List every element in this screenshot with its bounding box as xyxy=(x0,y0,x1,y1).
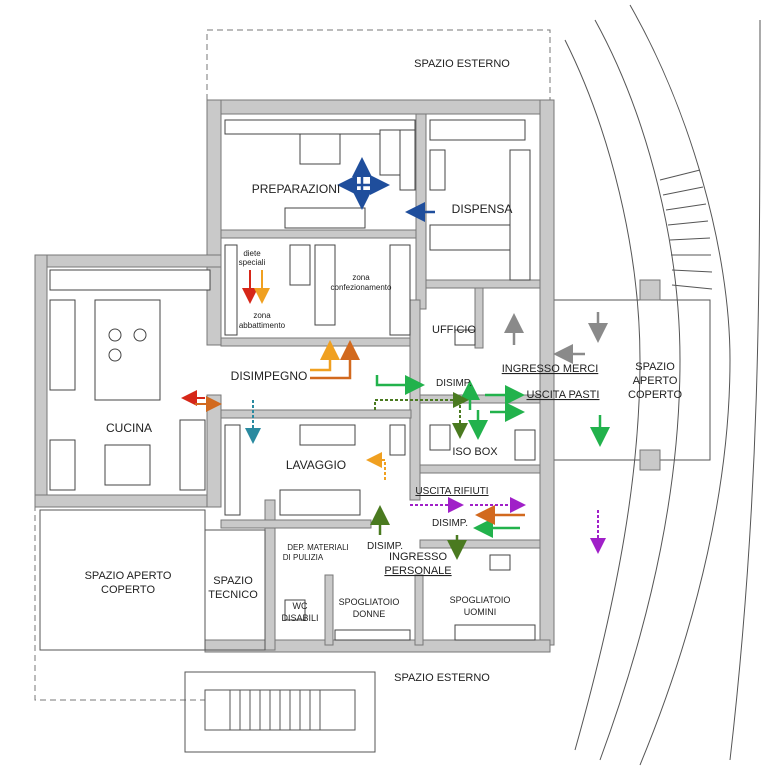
label-preparazioni: PREPARAZIONI xyxy=(252,182,340,196)
label-spogliatoio-uomini-1: SPOGLIATOIO xyxy=(450,595,511,605)
label-lavaggio: LAVAGGIO xyxy=(286,458,346,472)
label-ingresso-merci: INGRESSO MERCI xyxy=(502,363,599,375)
label-spazio-aperto-coperto-left-1: SPAZIO APERTO xyxy=(85,570,172,582)
label-ufficio: UFFICIO xyxy=(432,324,476,336)
label-spazio-aperto-coperto-left-2: COPERTO xyxy=(101,584,155,596)
label-spazio-aperto-coperto-right-3: COPERTO xyxy=(628,389,682,401)
label-spazio-esterno-bottom: SPAZIO ESTERNO xyxy=(394,672,490,684)
label-iso-box: ISO BOX xyxy=(452,446,498,458)
exterior-walls xyxy=(34,29,555,701)
equipment xyxy=(49,119,536,753)
label-zona-abbattimento-1: zona xyxy=(253,311,271,320)
label-spogliatoio-donne-1: SPOGLIATOIO xyxy=(339,597,400,607)
label-zona-abbattimento-2: abbattimento xyxy=(239,321,286,330)
label-disimp-1: DISIMP. xyxy=(436,378,472,389)
label-dispensa: DISPENSA xyxy=(452,202,513,216)
label-disimp-3: DISIMP. xyxy=(367,541,403,552)
label-ingresso-personale-1: INGRESSO xyxy=(389,551,448,563)
label-disimp-2: DISIMP. xyxy=(432,518,468,529)
stairs-top-right xyxy=(659,169,713,290)
label-disimpegno: DISIMPEGNO xyxy=(231,369,308,383)
label-uscita-pasti: USCITA PASTI xyxy=(527,389,600,401)
label-cucina: CUCINA xyxy=(106,421,152,435)
label-zona-confezionamento-2: confezionamento xyxy=(331,283,392,292)
label-zona-confezionamento-1: zona xyxy=(352,273,370,282)
label-dep-materiali-2: DI PULIZIA xyxy=(283,553,324,562)
label-spogliatoio-uomini-2: UOMINI xyxy=(464,607,497,617)
label-spazio-tecnico-2: TECNICO xyxy=(208,589,258,601)
label-diete-speciali-1: diete xyxy=(243,249,261,258)
label-wc-disabili-2: DISABILI xyxy=(281,613,318,623)
label-spogliatoio-donne-2: DONNE xyxy=(353,609,386,619)
label-spazio-aperto-coperto-right-1: SPAZIO xyxy=(635,361,675,373)
label-spazio-tecnico-1: SPAZIO xyxy=(213,575,253,587)
room-labels: SPAZIO ESTERNO SPAZIO ESTERNO PREPARAZIO… xyxy=(85,58,683,684)
curved-walkway xyxy=(549,4,761,766)
label-diete-speciali-2: speciali xyxy=(239,258,266,267)
label-spazio-esterno-top: SPAZIO ESTERNO xyxy=(414,58,510,70)
label-dep-materiali-1: DEP. MATERIALI xyxy=(287,543,349,552)
label-uscita-rifiuti: USCITA RIFIUTI xyxy=(415,486,488,497)
label-ingresso-personale-2: PERSONALE xyxy=(384,565,451,577)
flow-arrows xyxy=(181,157,610,560)
label-wc-disabili-1: WC xyxy=(293,601,308,611)
label-spazio-aperto-coperto-right-2: APERTO xyxy=(633,375,678,387)
